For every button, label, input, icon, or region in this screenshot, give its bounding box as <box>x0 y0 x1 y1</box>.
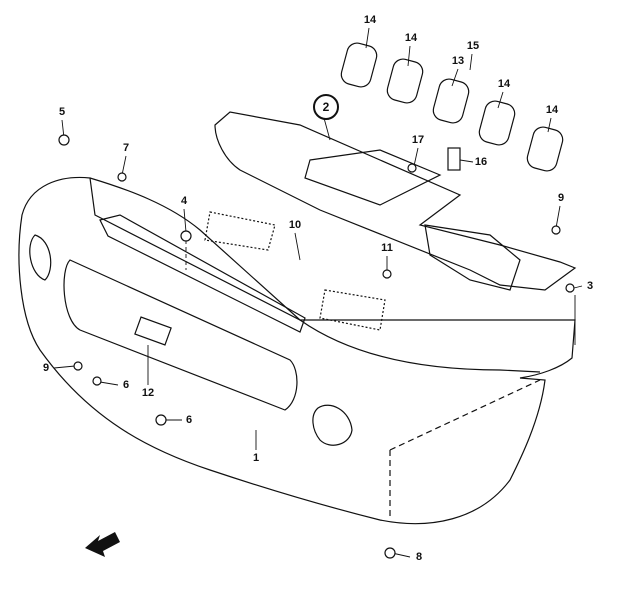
callout-2-circled: 2 <box>313 94 339 120</box>
bumper-fog-opening-right <box>312 404 353 446</box>
leader-lines <box>53 27 583 558</box>
callout-10: 10 <box>288 219 302 231</box>
bumper-fold-line <box>389 379 541 520</box>
callout-3: 3 <box>586 280 594 292</box>
upper-member-outline <box>214 111 577 291</box>
upper-member-lamp-area <box>424 224 521 291</box>
bumper-fog-opening-left <box>29 234 52 281</box>
bumper-reinforcement <box>99 214 306 333</box>
callout-8: 8 <box>415 551 423 563</box>
callout-1: 1 <box>252 452 260 464</box>
callout-14: 14 <box>497 78 511 90</box>
callout-6: 6 <box>185 414 193 426</box>
fasteners <box>58 134 575 559</box>
callout-9: 9 <box>42 362 50 374</box>
callout-15: 15 <box>466 40 480 52</box>
callout-7: 7 <box>122 142 130 154</box>
callout-13: 13 <box>451 55 465 67</box>
front-direction-arrow-icon <box>85 532 120 557</box>
callout-14: 14 <box>545 104 559 116</box>
callout-6: 6 <box>122 379 130 391</box>
callout-12: 12 <box>141 387 155 399</box>
callout-17: 17 <box>411 134 425 146</box>
callout-14: 14 <box>404 32 418 44</box>
callout-9: 9 <box>557 192 565 204</box>
bumper-upper-edge <box>89 177 541 373</box>
license-bracket <box>134 316 172 346</box>
callout-5: 5 <box>58 106 66 118</box>
lower-grille-mesh-left <box>204 211 276 251</box>
lower-grille-mesh-right <box>319 289 386 331</box>
grille-inserts <box>340 42 564 172</box>
callout-4: 4 <box>180 195 188 207</box>
callout-16: 16 <box>474 156 488 168</box>
callout-11: 11 <box>381 242 393 254</box>
bumper-lower-opening <box>63 259 298 411</box>
callout-14: 14 <box>363 14 377 26</box>
front-bumper-outline <box>18 176 576 525</box>
upper-member-panel <box>304 149 442 206</box>
